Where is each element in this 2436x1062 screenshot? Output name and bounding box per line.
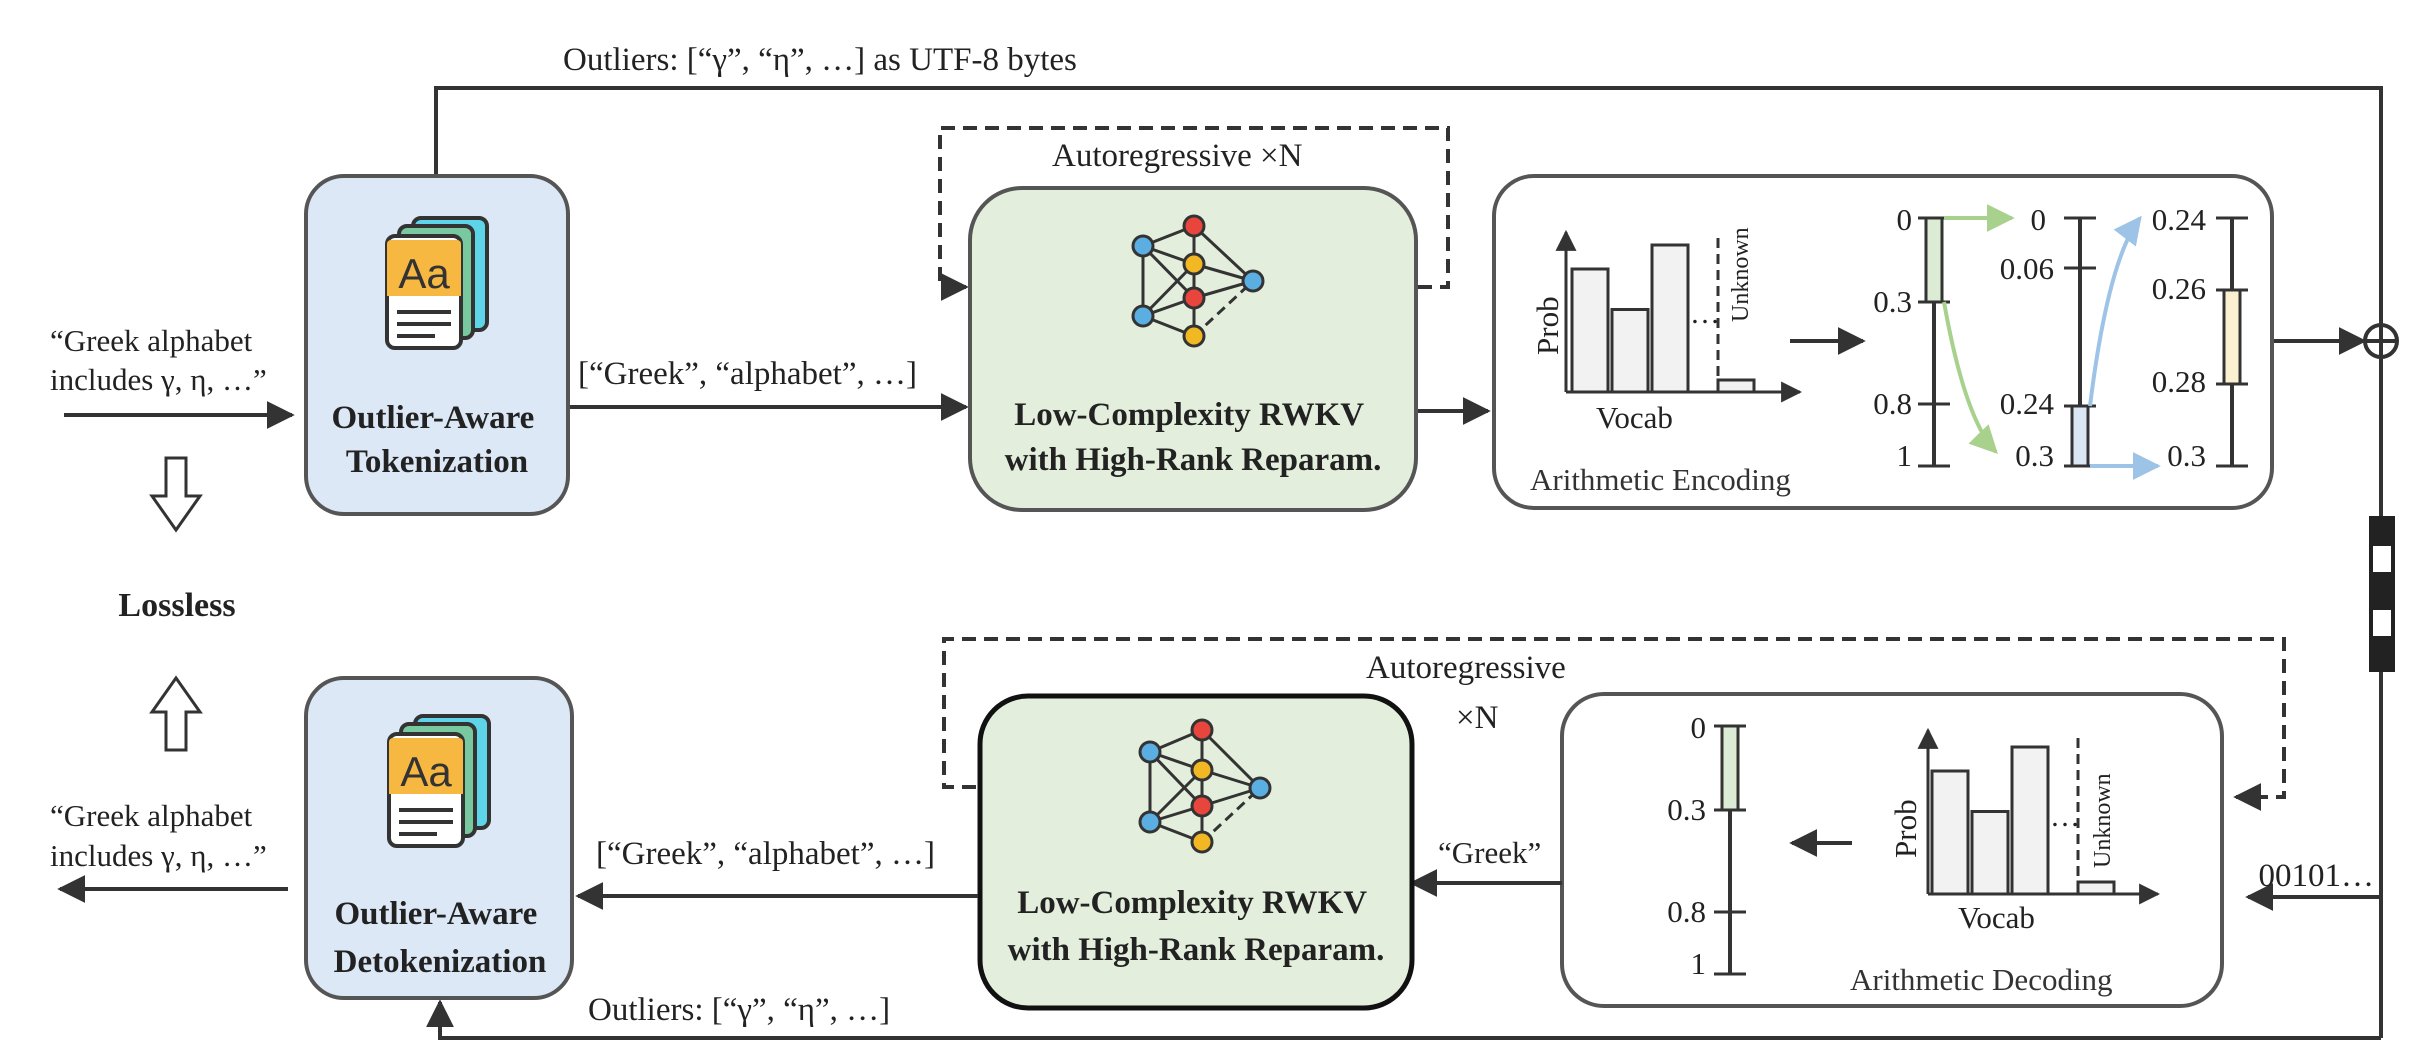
decoder-histogram-bar-1 [1970, 810, 2010, 896]
encoder-unknown-label: Unknown [1728, 227, 1754, 322]
encoder-scale-2: 0 0.06 0.24 0.3 [2000, 202, 2096, 473]
up-arrow-icon [149, 675, 203, 752]
encoder-histogram-bar-2 [1650, 243, 1690, 394]
arithmetic-decoding-box: 0 0.3 0.8 1 … Unknown Prob Vocab Arithme… [1560, 692, 2224, 1008]
top-autoregressive-loop [938, 126, 1450, 301]
encoder-histogram-bar-3 [1716, 378, 1756, 394]
scale2-tick-3: 0.3 [2015, 438, 2054, 473]
scale3-tick-3: 0.3 [2167, 438, 2206, 473]
encoder-vocab-axis: Vocab [1596, 400, 1673, 435]
outliers-bytes-label: Outliers: [“γ”, “η”, …] as UTF-8 bytes [563, 42, 1077, 78]
encoder-caption: Arithmetic Encoding [1530, 462, 1791, 497]
scale3-tick-2: 0.28 [2152, 364, 2206, 399]
decoder-caption: Arithmetic Decoding [1850, 962, 2113, 997]
encoder-interval-alphabet [2070, 404, 2090, 468]
output-text: “Greek alphabet includes γ, η, …” [50, 798, 267, 873]
decoder-tick-3: 1 [1691, 946, 1707, 981]
detokenizer-box: Aa Outlier-Aware Detokenization [304, 676, 574, 1000]
encoder-histogram-bar-0 [1570, 267, 1610, 394]
scale1-tick-0: 0 [1897, 202, 1913, 237]
encoder-interval-final [2222, 288, 2242, 386]
encoder-interval-greek [1924, 216, 1944, 304]
decoder-tick-2: 0.8 [1667, 894, 1706, 929]
outliers-bypass-line [434, 86, 2383, 516]
scale2-tick-1: 0.06 [2000, 251, 2054, 286]
bottom-tokens-label: [“Greek”, “alphabet”, …] [596, 836, 935, 872]
green-arrow-curve [1942, 301, 1998, 455]
decoder-tick-1: 0.3 [1667, 792, 1706, 827]
decoder-prob-axis: Prob [1888, 799, 1923, 858]
rwkv-encoder-title: Low-Complexity RWKV with High-Rank Repar… [1005, 397, 1382, 478]
tokenizer-box: Aa Outlier-Aware Tokenization [304, 174, 570, 516]
decoder-histogram-bar-0 [1930, 769, 1970, 896]
detokenizer-title: Outlier-Aware Detokenization [334, 896, 547, 980]
lossless-indicator: Lossless [118, 456, 236, 752]
decoder-histogram-bar-3 [2076, 880, 2116, 896]
encoder-histogram-bar-1 [1610, 308, 1650, 394]
bottom-autoregressive-label: Autoregressive [1366, 650, 1566, 686]
circle-plus-icon [2363, 323, 2399, 359]
scale2-tick-0: 0 [2031, 202, 2047, 237]
top-tokens-label: [“Greek”, “alphabet”, …] [578, 356, 917, 392]
neural-network-icon [1131, 214, 1265, 348]
font-document-icon: Aa [385, 216, 489, 350]
encoder-prob-axis: Prob [1530, 296, 1565, 355]
rwkv-decoder-title: Low-Complexity RWKV with High-Rank Repar… [1008, 885, 1385, 968]
scale1-tick-1: 0.3 [1873, 284, 1912, 319]
decoder-histogram: … Unknown Prob Vocab [1888, 727, 2161, 935]
bottom-autoregressive-loop [942, 637, 2286, 811]
tokenizer-title: Outlier-Aware Tokenization [331, 400, 542, 480]
font-document-icon: Aa [387, 714, 491, 848]
scale2-tick-2: 0.24 [2000, 386, 2055, 421]
bitstream-label: 00101… [2259, 858, 2375, 894]
decoder-scale: 0 0.3 0.8 1 [1667, 710, 1746, 981]
decoder-tick-0: 0 [1691, 710, 1707, 745]
decoder-vocab-axis: Vocab [1958, 900, 2035, 935]
greek-token-label: “Greek” [1438, 835, 1541, 870]
decoder-unknown-label: Unknown [2090, 773, 2116, 868]
decoder-ellipsis: … [2050, 800, 2080, 833]
scale3-tick-0: 0.24 [2152, 202, 2207, 237]
icon-letters: Aa [400, 748, 452, 795]
input-text: “Greek alphabet includes γ, η, …” [50, 323, 267, 397]
down-arrow-icon [149, 456, 203, 533]
lossless-label: Lossless [118, 587, 235, 624]
decoder-histogram-bar-2 [2010, 745, 2050, 896]
bitstream-bar [2369, 516, 2395, 672]
rwkv-encoder-box: Low-Complexity RWKV with High-Rank Repar… [968, 186, 1418, 512]
scale1-tick-3: 1 [1897, 438, 1913, 473]
encoder-ellipsis: … [1690, 297, 1720, 330]
encoder-scale-3: 0.24 0.26 0.28 0.3 [2152, 202, 2248, 473]
bottom-times-n-label: ×N [1456, 700, 1499, 736]
top-autoregressive-label: Autoregressive ×N [1052, 138, 1303, 174]
encoder-scale-1: 0 0.3 0.8 1 [1873, 202, 1950, 473]
blue-arrow-curve [2088, 215, 2142, 407]
encoder-histogram: … Unknown Prob Vocab [1530, 227, 1803, 435]
icon-letters: Aa [398, 250, 450, 297]
decoder-interval-greek [1720, 724, 1740, 812]
neural-network-icon [1138, 718, 1272, 854]
scale1-tick-2: 0.8 [1873, 386, 1912, 421]
scale3-tick-1: 0.26 [2152, 271, 2206, 306]
outliers-return-label: Outliers: [“γ”, “η”, …] [588, 992, 890, 1028]
outliers-return-line [426, 999, 2381, 1040]
rwkv-decoder-box: Low-Complexity RWKV with High-Rank Repar… [977, 693, 1415, 1011]
arithmetic-encoding-box: … Unknown Prob Vocab 0 0.3 0.8 1 [1492, 174, 2274, 510]
